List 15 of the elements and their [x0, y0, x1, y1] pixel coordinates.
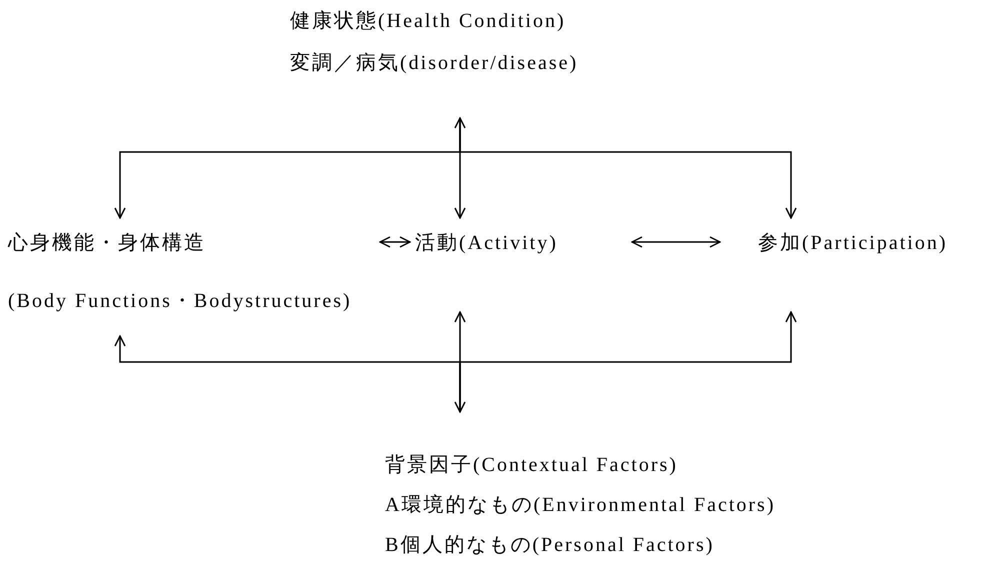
- arrow: [454, 311, 466, 413]
- node-label: 背景因子(Contextual Factors): [385, 453, 678, 478]
- arrow: [459, 311, 797, 412]
- arrow: [631, 236, 721, 248]
- node-sublabel: B個人的なもの(Personal Factors): [385, 533, 714, 558]
- node-label: 心身機能・身体構造: [8, 231, 206, 256]
- node-label: 活動(Activity): [415, 231, 558, 256]
- arrow: [459, 118, 797, 219]
- arrow: [379, 236, 411, 248]
- node-label: 参加(Participation): [758, 231, 948, 256]
- node-label: 健康状態(Health Condition): [290, 9, 566, 34]
- arrow: [454, 117, 466, 219]
- node-sublabel: 変調／病気(disorder/disease): [290, 51, 578, 76]
- node-sublabel: A環境的なもの(Environmental Factors): [385, 493, 776, 518]
- node-sublabel: (Body Functions・Bodystructures): [8, 289, 352, 314]
